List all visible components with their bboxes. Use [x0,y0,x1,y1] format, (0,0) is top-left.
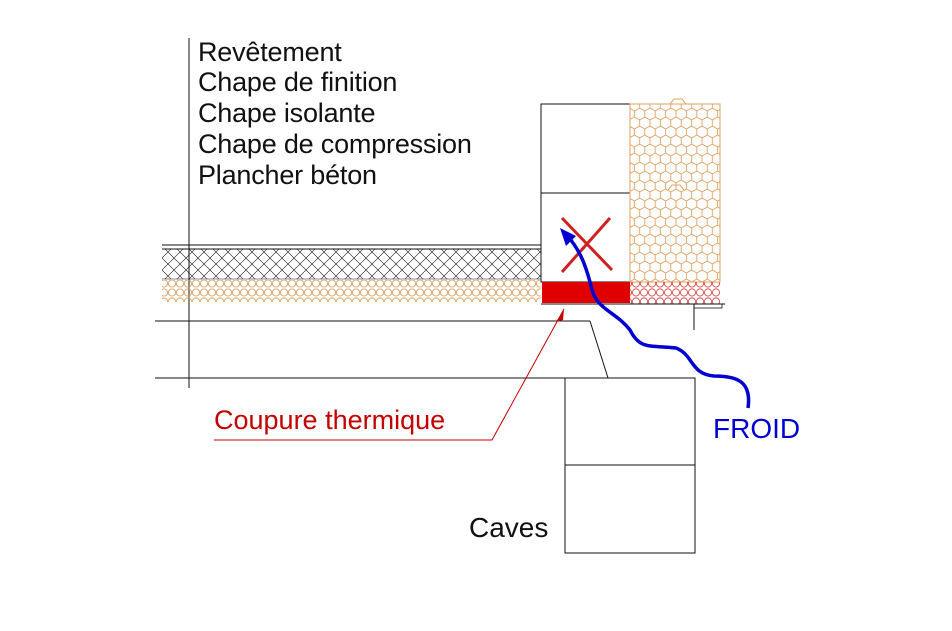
layer-label-finishing-screed: Chape de finition [198,67,398,97]
forbidden-cross-b [560,217,612,273]
cellar-wall-block-1 [564,377,696,466]
cellar-wall-block-2 [564,464,696,554]
finishing-screed-layer [162,249,541,279]
cold-label: FROID [713,413,801,444]
thermal-break-leader-head [556,309,564,322]
layer-label-coating: Revêtement [198,37,342,67]
cellar-label: Caves [469,512,549,543]
thermal-break-label: Coupure thermique [214,405,446,435]
wall-block-upper [540,103,631,194]
exterior-insulation [629,103,721,283]
layer-label-insulating-screed: Chape isolante [198,98,376,128]
cold-arrow-head [560,228,576,246]
slab-beam-edge [589,320,609,379]
flashing [693,303,723,309]
insulating-screed-layer [162,280,541,302]
base-insulation-strip [630,282,720,304]
layer-label-compression-screed: Chape de compression [198,129,472,159]
thermal-break-leader [214,308,565,441]
cold-flow-arrow [564,232,751,409]
layer-label-concrete-floor: Plancher béton [198,160,377,190]
thermal-break [542,282,630,303]
